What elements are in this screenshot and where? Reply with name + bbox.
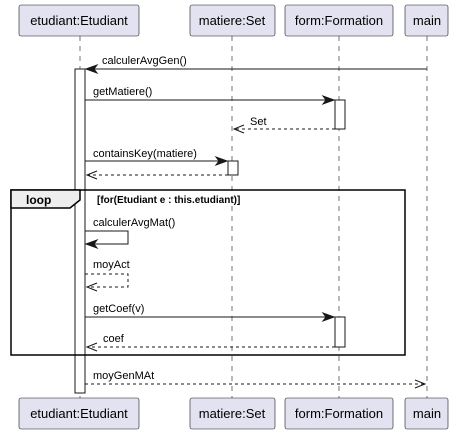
participant-label: etudiant:Etudiant bbox=[30, 13, 128, 28]
loop-guard: [for(Etudiant e : this.etudiant)] bbox=[97, 195, 240, 206]
arrow-head-icon bbox=[214, 155, 229, 167]
arrow-open-icon bbox=[414, 379, 427, 389]
participant-form-top: form:Formation bbox=[284, 4, 394, 37]
activation-matiere-containskey bbox=[227, 160, 239, 176]
participant-label: form:Formation bbox=[295, 13, 383, 28]
message-calculeravggen: calculerAvgGen() bbox=[84, 55, 427, 75]
arrow-head-icon bbox=[321, 94, 336, 106]
message-label: moyGenMAt bbox=[93, 370, 154, 382]
arrow-open-icon bbox=[232, 124, 245, 134]
message-getmatiere: getMatiere() bbox=[85, 86, 336, 106]
loop-keyword: loop bbox=[26, 193, 51, 207]
message-containskey-return bbox=[85, 170, 228, 180]
participant-matiere-top: matiere:Set bbox=[189, 4, 276, 37]
message-label: coef bbox=[103, 333, 125, 345]
participant-label: matiere:Set bbox=[199, 406, 266, 421]
participant-etudiant-bottom: etudiant:Etudiant bbox=[18, 397, 140, 430]
participant-label: main bbox=[413, 13, 441, 28]
activation-etudiant bbox=[74, 68, 86, 394]
activation-form-getcoef bbox=[334, 316, 346, 348]
participant-label: form:Formation bbox=[295, 406, 383, 421]
arrow-head-icon bbox=[321, 311, 336, 323]
message-containskey: containsKey(matiere) bbox=[85, 148, 229, 167]
message-label: calculerAvgMat() bbox=[93, 217, 175, 229]
participant-form-bottom: form:Formation bbox=[284, 397, 394, 430]
arrow-open-icon bbox=[85, 342, 98, 352]
participant-label: main bbox=[413, 406, 441, 421]
loop-tab bbox=[10, 189, 81, 209]
message-coef-return: coef bbox=[85, 333, 335, 352]
message-label: calculerAvgGen() bbox=[102, 55, 187, 67]
participant-matiere-bottom: matiere:Set bbox=[189, 397, 276, 430]
message-label: getCoef(v) bbox=[93, 303, 144, 315]
loop-fragment: loop [for(Etudiant e : this.etudiant)] bbox=[10, 189, 406, 356]
arrow-open-icon bbox=[85, 170, 98, 180]
message-calculeravgmat: calculerAvgMat() bbox=[84, 217, 175, 250]
arrow-head-icon bbox=[84, 63, 99, 75]
participant-label: matiere:Set bbox=[199, 13, 266, 28]
message-label: moyAct bbox=[93, 259, 130, 271]
participant-label: etudiant:Etudiant bbox=[30, 406, 128, 421]
loop-frame bbox=[10, 189, 406, 356]
message-label: Set bbox=[250, 116, 267, 128]
activation-form-getmatiere bbox=[334, 99, 346, 130]
message-label: containsKey(matiere) bbox=[93, 148, 197, 160]
message-moyact-return: moyAct bbox=[85, 259, 130, 292]
participant-etudiant-top: etudiant:Etudiant bbox=[18, 4, 140, 37]
arrow-head-icon bbox=[84, 238, 99, 250]
message-getcoef: getCoef(v) bbox=[85, 303, 336, 323]
message-moygenmat-return: moyGenMAt bbox=[85, 370, 427, 389]
message-label: getMatiere() bbox=[93, 86, 152, 98]
participant-main-top: main bbox=[404, 4, 449, 37]
message-set-return: Set bbox=[232, 116, 335, 134]
arrow-open-icon bbox=[85, 282, 98, 292]
participant-main-bottom: main bbox=[404, 397, 449, 430]
